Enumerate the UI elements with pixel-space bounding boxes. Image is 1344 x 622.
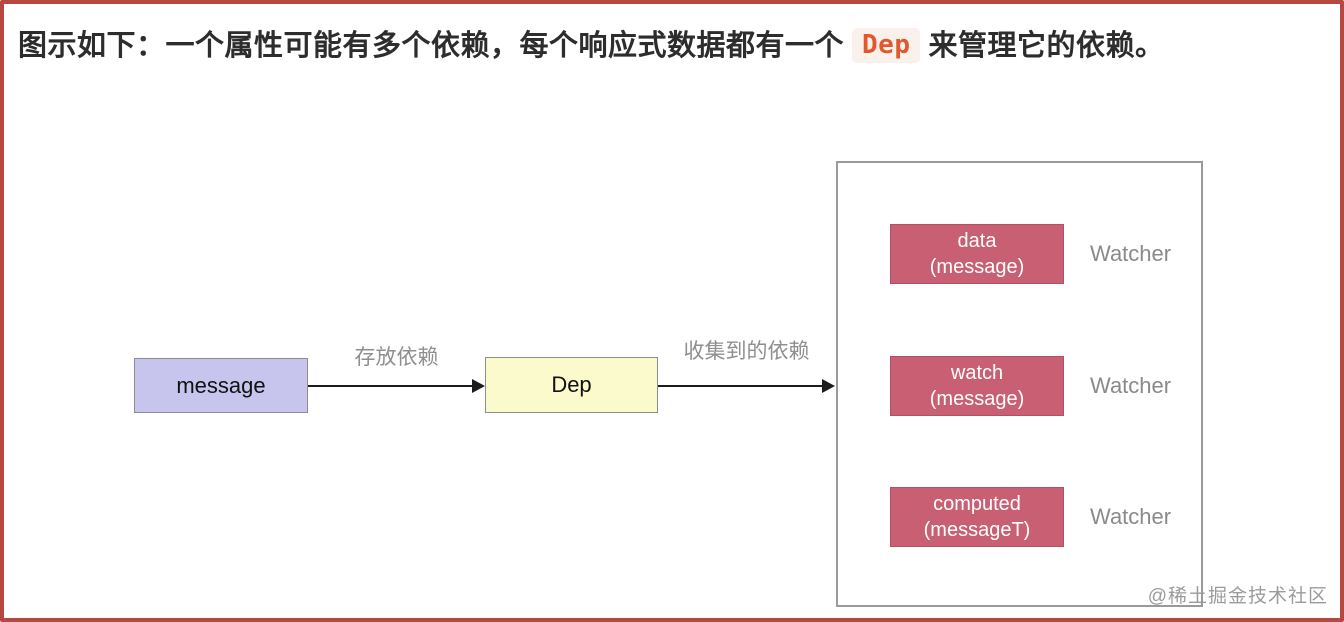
arrow-message-to-dep xyxy=(308,379,485,393)
dep-node-label: Dep xyxy=(551,372,592,397)
watcher-row-watch: watch (message) Watcher xyxy=(890,356,1171,416)
watcher-tag: Watcher xyxy=(1090,373,1172,398)
watcher-box-line2: (messageT) xyxy=(923,519,1031,541)
caption-prefix: 图示如下：一个属性可能有多个依赖，每个响应式数据都有一个 xyxy=(18,30,845,62)
caption-suffix: 来管理它的依赖。 xyxy=(928,30,1165,62)
arrow1-label: 存放依赖 xyxy=(354,346,439,369)
watcher-box-computed: computed (messageT) xyxy=(890,487,1064,547)
dep-node: Dep xyxy=(485,357,658,413)
arrow-dep-to-watchers xyxy=(658,379,835,393)
watcher-box-line2: (message) xyxy=(929,256,1025,278)
watcher-box-data: data (message) xyxy=(890,224,1064,284)
watcher-box-line2: (message) xyxy=(929,388,1025,410)
watcher-box-line1: data xyxy=(957,229,997,252)
arrowhead-icon xyxy=(822,379,835,393)
watcher-row-computed: computed (messageT) Watcher xyxy=(890,487,1171,547)
message-node: message xyxy=(134,358,308,413)
inline-code-dep: Dep xyxy=(852,28,921,63)
arrow2-label: 收集到的依赖 xyxy=(683,340,810,363)
message-node-label: message xyxy=(176,372,266,398)
watcher-tag: Watcher xyxy=(1090,504,1172,529)
watermark: @稀土掘金技术社区 xyxy=(1147,586,1328,607)
watcher-box-watch: watch (message) xyxy=(890,356,1064,416)
watcher-tag: Watcher xyxy=(1090,241,1172,266)
watcher-row-data: data (message) Watcher xyxy=(890,224,1171,284)
watchers-container: data (message) Watcher watch (message) W… xyxy=(836,161,1203,607)
arrowhead-icon xyxy=(472,379,485,393)
arrow-shaft xyxy=(658,385,822,387)
arrow-shaft xyxy=(308,385,472,387)
watcher-box-line1: watch xyxy=(950,361,1004,384)
watcher-box-line1: computed xyxy=(933,492,1021,515)
